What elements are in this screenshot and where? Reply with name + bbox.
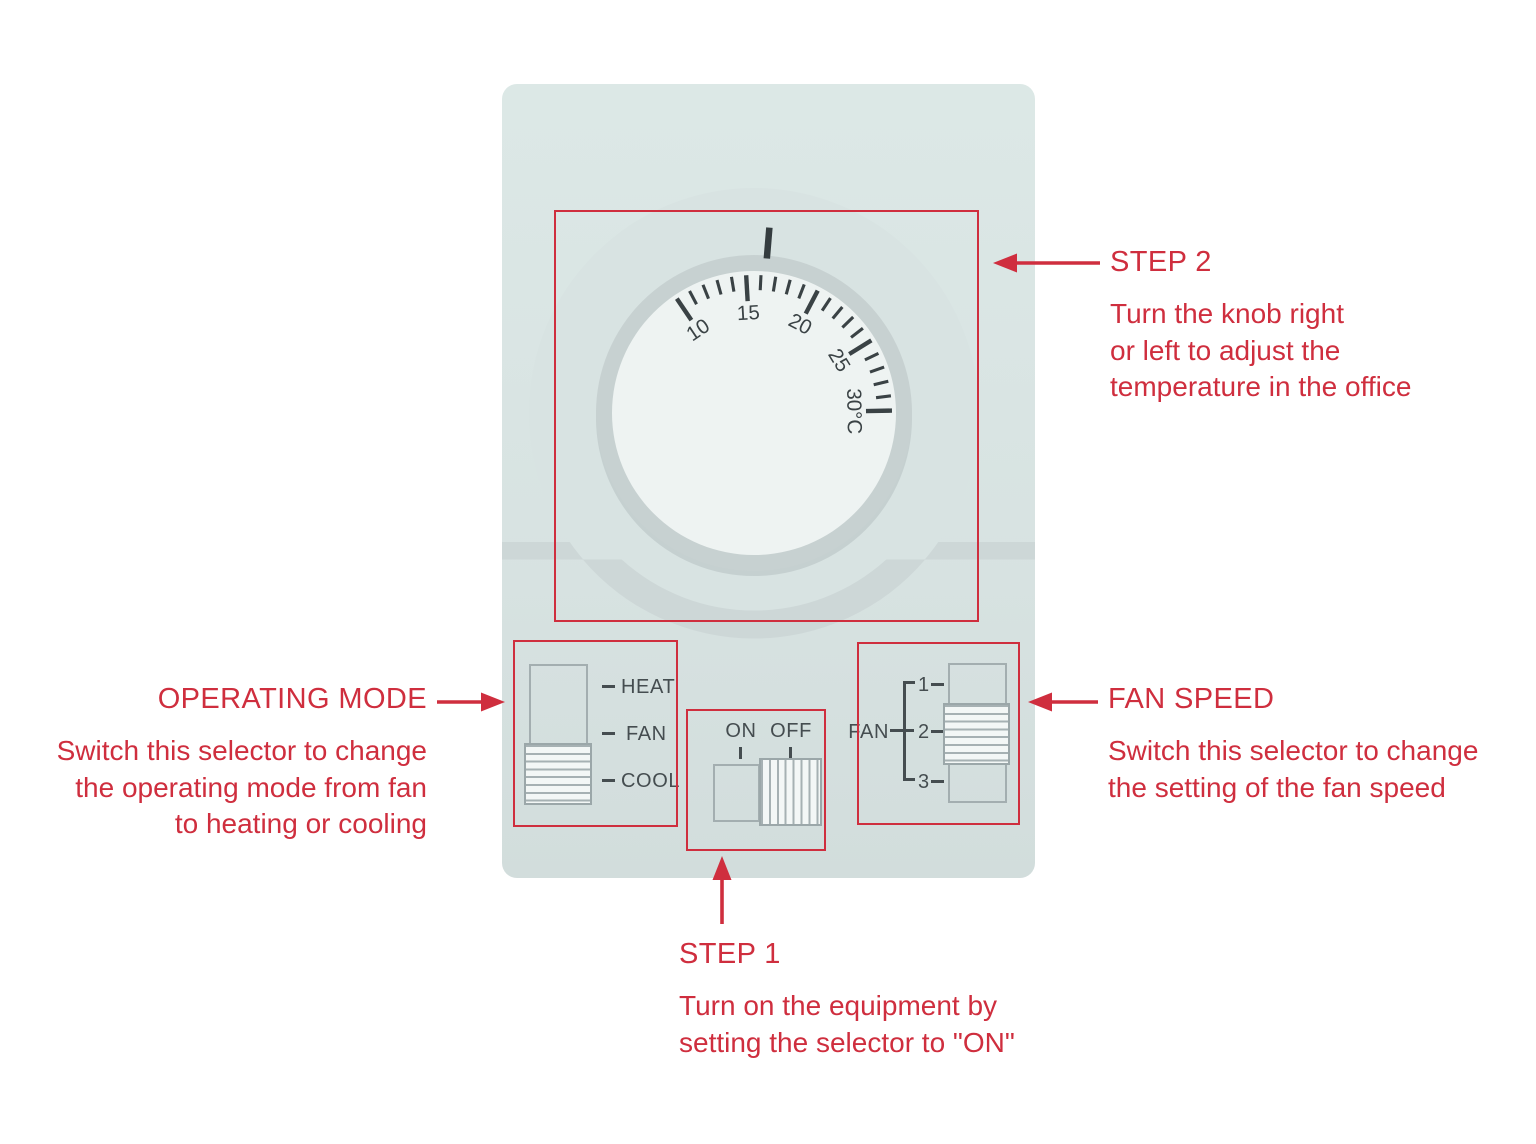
step2-line: or left to adjust the <box>1110 334 1341 366</box>
power-option-on: ON <box>725 720 757 742</box>
fan-speed-dash-3 <box>931 780 944 783</box>
dial-minor-tick <box>784 279 792 295</box>
dial-label: 30°C <box>842 388 866 434</box>
annotation-box-operating-mode <box>513 640 678 827</box>
annotation-step1: STEP 1 Turn on the equipment by setting … <box>679 938 1015 1061</box>
dial-setpoint-marker <box>763 227 773 259</box>
operating-mode-line: to heating or cooling <box>174 808 427 839</box>
mode-heat-dash <box>602 685 615 688</box>
mode-option-fan: FAN <box>626 723 667 745</box>
step2-title: STEP 2 <box>1110 246 1212 278</box>
mode-selector-knob[interactable] <box>524 743 592 805</box>
fan-speed-arrow <box>1028 692 1098 712</box>
fan-speed-line: the setting of the fan speed <box>1108 771 1446 803</box>
dial-minor-tick <box>875 394 892 400</box>
annotation-box-power <box>686 709 826 851</box>
dial-minor-tick <box>820 297 832 312</box>
dial-minor-tick <box>688 290 698 305</box>
mode-fan-dash <box>602 732 615 735</box>
fan-speed-dash-2 <box>931 730 944 733</box>
mode-option-cool: COOL <box>621 770 681 792</box>
dial-minor-tick <box>864 351 880 362</box>
dial-minor-tick <box>701 284 710 300</box>
fan-speed-selector-knob[interactable] <box>943 703 1010 765</box>
operating-mode-arrow <box>437 692 505 712</box>
operating-mode-line: Switch this selector to change <box>56 735 427 766</box>
fan-bracket-stub-1 <box>903 681 915 684</box>
fan-speed-line: Switch this selector to change <box>1108 735 1479 766</box>
dial-minor-tick <box>873 379 889 387</box>
dial-pointer-marker <box>763 227 773 259</box>
fan-bracket-stub-3 <box>903 778 915 781</box>
mode-cool-dash <box>602 779 615 782</box>
dial-minor-tick <box>758 275 763 291</box>
step1-line: setting the selector to "ON" <box>679 1026 1015 1058</box>
operating-mode-line: the operating mode from fan <box>75 771 427 803</box>
dial-minor-tick <box>831 305 844 320</box>
fan-bracket-stub-2 <box>890 729 914 732</box>
step1-line: Turn on the equipment by <box>679 990 998 1021</box>
operating-mode-title: OPERATING MODE <box>157 683 427 715</box>
dial-minor-tick <box>841 315 855 329</box>
dial-major-tick <box>743 275 750 302</box>
power-selector-knob[interactable] <box>759 758 822 826</box>
power-off-tick <box>789 747 792 759</box>
mode-option-heat: HEAT <box>621 676 676 698</box>
annotation-operating-mode: OPERATING MODE Switch this selector to c… <box>57 683 427 843</box>
fan-speed-title: FAN SPEED <box>1108 683 1275 715</box>
step2-line: temperature in the office <box>1110 371 1412 402</box>
annotation-fan-speed: FAN SPEED Switch this selector to change… <box>1108 683 1478 806</box>
annotation-box-fan-speed <box>857 642 1020 825</box>
temperature-dial[interactable] <box>612 271 896 555</box>
dial-major-tick <box>675 297 694 322</box>
step2-line: Turn the knob right <box>1110 298 1344 329</box>
fan-speed-option-1: 1 <box>918 674 930 696</box>
dial-minor-tick <box>729 276 736 292</box>
annotation-step2: STEP 2 Turn the knob right or left to ad… <box>1110 246 1411 406</box>
fan-speed-option-3: 3 <box>918 771 930 793</box>
power-option-off: OFF <box>770 720 812 742</box>
fan-speed-option-2: 2 <box>918 721 930 743</box>
dial-minor-tick <box>869 365 885 374</box>
fan-speed-dash-1 <box>931 683 944 686</box>
power-on-tick <box>739 747 742 759</box>
dial-major-tick <box>803 289 820 315</box>
dial-minor-tick <box>797 283 806 300</box>
step1-title: STEP 1 <box>679 938 781 970</box>
dial-major-tick <box>848 338 873 356</box>
dial-minor-tick <box>850 327 864 339</box>
dial-minor-tick <box>715 279 723 295</box>
dial-minor-tick <box>771 276 778 292</box>
panel-seam-arc <box>582 559 926 639</box>
annotation-box-dial <box>554 210 979 622</box>
dial-label: 15 <box>736 301 760 325</box>
